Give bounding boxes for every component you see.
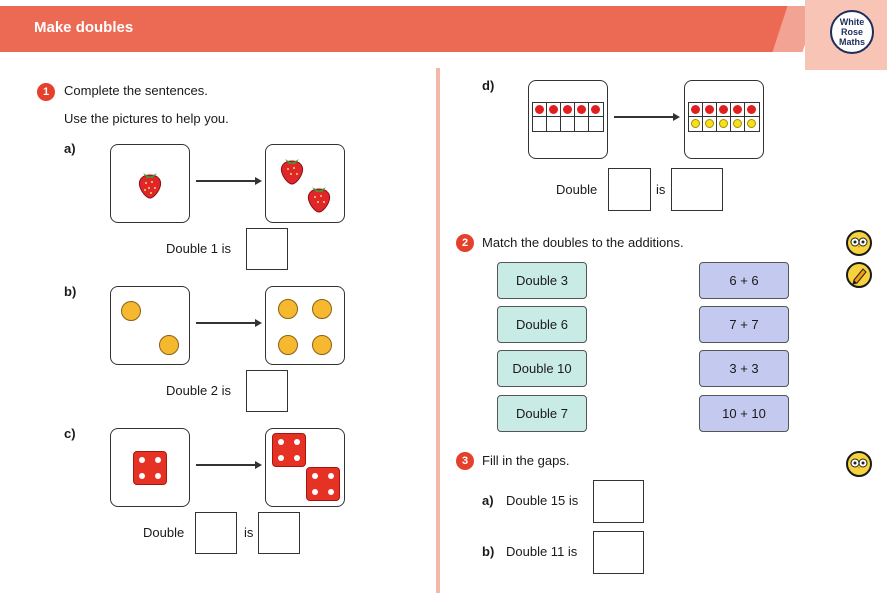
q1c-start-card xyxy=(110,428,190,507)
question-2-number: 2 xyxy=(456,234,474,252)
owl-badge-icon xyxy=(846,451,872,477)
q1a-answer-box[interactable] xyxy=(246,228,288,270)
logo-line-3: Maths xyxy=(838,37,865,47)
q1c-word-double: Double xyxy=(143,525,185,540)
q1c-word-is: is xyxy=(244,525,254,540)
q1d-start-card xyxy=(528,80,608,159)
q1d-word-is: is xyxy=(656,182,666,197)
q1c-label: c) xyxy=(64,426,76,441)
die-four-icon xyxy=(306,467,340,501)
q1a-start-card xyxy=(110,144,190,223)
counter-icon xyxy=(278,335,298,355)
q3a-answer-box[interactable] xyxy=(593,480,644,523)
question-1-number: 1 xyxy=(37,83,55,101)
match-right-7-plus-7[interactable]: 7 + 7 xyxy=(699,306,789,343)
counter-icon xyxy=(121,301,141,321)
q1-hint: Use the pictures to help you. xyxy=(64,111,229,126)
q3b-label: b) xyxy=(482,544,495,559)
q1d-arrow-icon xyxy=(673,113,680,121)
q1b-label: b) xyxy=(64,284,77,299)
q1b-arrow-icon xyxy=(255,319,262,327)
q1a-sentence: Double 1 is xyxy=(166,241,232,256)
die-four-icon xyxy=(272,433,306,467)
match-right-3-plus-3[interactable]: 3 + 3 xyxy=(699,350,789,387)
match-left-double-6[interactable]: Double 6 xyxy=(497,306,587,343)
q1-instruction: Complete the sentences. xyxy=(64,83,208,98)
q1a-arrow-line xyxy=(196,180,256,182)
counter-icon xyxy=(278,299,298,319)
q1c-first-answer-box[interactable] xyxy=(195,512,237,554)
q1c-end-card xyxy=(265,428,345,507)
q3a-sentence: Double 15 is xyxy=(506,493,579,508)
match-left-double-10[interactable]: Double 10 xyxy=(497,350,587,387)
counter-icon xyxy=(159,335,179,355)
ten-frame xyxy=(532,102,604,132)
owl-badge-icon xyxy=(846,230,872,256)
q1b-end-card xyxy=(265,286,345,365)
die-four-icon xyxy=(133,451,167,485)
q1b-arrow-line xyxy=(196,322,256,324)
q3-instruction: Fill in the gaps. xyxy=(482,453,570,468)
match-right-6-plus-6[interactable]: 6 + 6 xyxy=(699,262,789,299)
strawberry-icon xyxy=(280,159,304,185)
q1b-answer-box[interactable] xyxy=(246,370,288,412)
match-left-double-3[interactable]: Double 3 xyxy=(497,262,587,299)
q3a-label: a) xyxy=(482,493,494,508)
q1a-arrow-icon xyxy=(255,177,262,185)
strawberry-icon xyxy=(138,173,162,199)
page-title: Make doubles xyxy=(34,19,134,36)
q1a-end-card xyxy=(265,144,345,223)
q1d-word-double: Double xyxy=(556,182,598,197)
q1d-end-card xyxy=(684,80,764,159)
q1d-second-answer-box[interactable] xyxy=(671,168,723,211)
q1b-sentence: Double 2 is xyxy=(166,383,232,398)
q1c-second-answer-box[interactable] xyxy=(258,512,300,554)
q1c-arrow-icon xyxy=(255,461,262,469)
q2-instruction: Match the doubles to the additions. xyxy=(482,235,684,250)
pencil-badge-icon xyxy=(846,262,872,288)
counter-icon xyxy=(312,299,332,319)
logo-line-1: White xyxy=(839,17,865,27)
match-right-10-plus-10[interactable]: 10 + 10 xyxy=(699,395,789,432)
q1d-arrow-line xyxy=(614,116,674,118)
question-3-number: 3 xyxy=(456,452,474,470)
q3b-answer-box[interactable] xyxy=(593,531,644,574)
q1d-first-answer-box[interactable] xyxy=(608,168,651,211)
match-left-double-7[interactable]: Double 7 xyxy=(497,395,587,432)
white-rose-maths-logo: White Rose Maths xyxy=(830,10,874,54)
q3b-sentence: Double 11 is xyxy=(506,544,578,559)
ten-frame xyxy=(688,102,760,132)
q1b-start-card xyxy=(110,286,190,365)
q1d-label: d) xyxy=(482,78,495,93)
q1c-arrow-line xyxy=(196,464,256,466)
strawberry-icon xyxy=(307,187,331,213)
counter-icon xyxy=(312,335,332,355)
logo-line-2: Rose xyxy=(840,27,863,37)
header-bar xyxy=(0,6,790,52)
q1a-label: a) xyxy=(64,141,76,156)
column-divider xyxy=(436,68,440,593)
